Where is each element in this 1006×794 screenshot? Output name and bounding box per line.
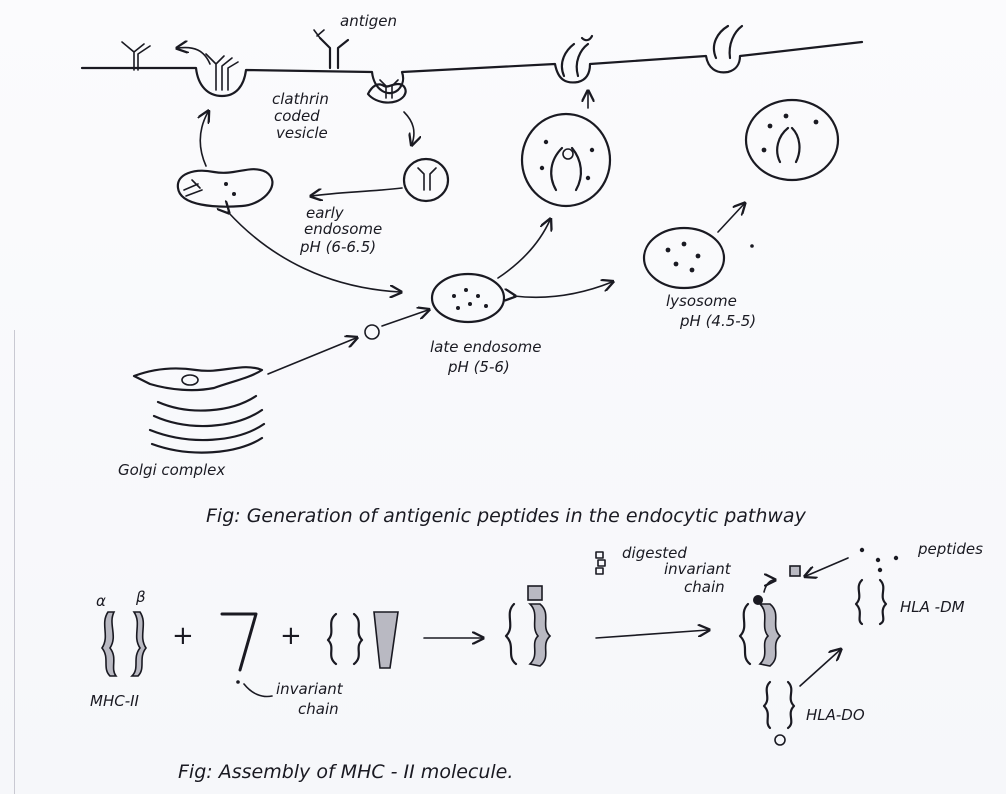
peptides-label: peptides: [917, 540, 983, 558]
golgi-complex: [132, 366, 266, 454]
lysosome-label: lysosome pH (4.5-5): [666, 292, 756, 330]
arrow-golgi-to-vesicle: [267, 338, 356, 375]
hla-dm-label: HLA -DM: [900, 598, 965, 616]
digested-label: digested invariant chain: [622, 544, 735, 596]
peptide-loaded-mhc: [738, 595, 782, 667]
hla-dm-molecule: [854, 578, 888, 626]
peptide-mhc-vesicle: [744, 98, 840, 182]
invariant-chain: [220, 612, 258, 672]
arrow-late-to-mhc-vesicle: [497, 220, 550, 279]
mhc-assembly-figure: α β MHC-II + invariant chain +: [90, 540, 983, 783]
clip-complex: [504, 585, 552, 667]
alpha-label: α: [96, 592, 106, 610]
antigen-label: antigen: [340, 12, 397, 30]
endocytic-pathway-figure: antigen clathrin coded vesicle early end…: [80, 12, 864, 527]
golgi-label: Golgi complex: [118, 461, 225, 479]
mhc-ii-chains: [101, 611, 147, 677]
arrow-hla-do: [799, 650, 840, 687]
recycle-arrow: [178, 48, 211, 65]
released-clip: [789, 565, 801, 577]
recycling-vesicle: [176, 168, 274, 208]
margin-ruler: [0, 330, 15, 794]
mhc-peptide-at-membrane: [712, 24, 744, 60]
mhc-at-membrane: [560, 34, 594, 78]
mhc-invariant-complex: [326, 611, 399, 669]
recycled-receptor: [121, 41, 151, 71]
late-endosome: [430, 272, 506, 324]
figure1-caption: Fig: Generation of antigenic peptides in…: [206, 505, 807, 527]
early-endosome: [402, 157, 450, 203]
arrow-clip-release: [763, 580, 774, 593]
mhc-loading-vesicle: [520, 112, 612, 208]
arrow-recycling-to-membrane: [200, 112, 208, 167]
clathrin-label: clathrin coded vesicle: [272, 90, 334, 142]
late-endosome-label: late endosome pH (5-6): [430, 338, 546, 376]
early-endosome-label: early endosome pH (6-6.5): [299, 204, 387, 256]
invariant-pointer: [243, 683, 273, 698]
antigen-receptor: [313, 29, 350, 70]
beta-label: β: [135, 588, 146, 606]
arrow-recycling-late-endosome: [228, 212, 400, 292]
plus-2: +: [280, 621, 302, 651]
digested-fragments: [595, 551, 606, 575]
arrow-vesicle-to-late: [381, 310, 428, 327]
hla-do-molecule: [762, 680, 796, 746]
cell-membrane: [80, 40, 864, 98]
lysosome: [642, 226, 754, 290]
peptide-dots: [859, 547, 899, 573]
receptor-in-pit: [205, 53, 239, 91]
clathrin-vesicle: [366, 79, 407, 104]
invariant-label: invariant chain: [276, 680, 347, 718]
arrow-late-lysosome: [514, 282, 612, 297]
arrow-lysosome-to-vesicle: [717, 204, 744, 233]
hla-do-label: HLA-DO: [806, 706, 865, 724]
mhc-ii-label: MHC-II: [90, 692, 140, 710]
figure2-caption: Fig: Assembly of MHC - II molecule.: [178, 761, 513, 783]
arrow-to-hla-dm: [595, 630, 708, 639]
golgi-vesicle: [364, 324, 380, 340]
arrow-peptide-in: [806, 557, 849, 576]
plus-1: +: [172, 621, 194, 651]
arrow-early-to-recycling: [312, 187, 403, 196]
arrow-to-early-endosome: [403, 111, 414, 144]
